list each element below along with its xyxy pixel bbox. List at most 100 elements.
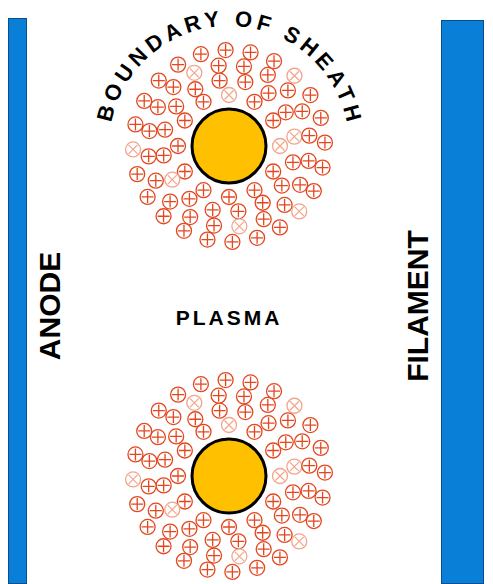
- neutral-ion: [287, 398, 302, 413]
- neutral-ion: [292, 204, 307, 219]
- positive-ion: [255, 525, 270, 540]
- positive-ion: [256, 542, 271, 557]
- positive-ion: [182, 191, 197, 206]
- filament-electrode: FILAMENT: [395, 16, 493, 584]
- positive-ion: [301, 483, 316, 498]
- positive-ion: [142, 454, 157, 469]
- probe-particle: [192, 439, 266, 513]
- neutral-ion: [273, 469, 288, 484]
- positive-ion: [238, 75, 253, 90]
- positive-ion: [278, 435, 293, 450]
- positive-ion: [188, 82, 203, 97]
- positive-ion: [295, 434, 310, 449]
- positive-ion: [177, 443, 192, 458]
- positive-ion: [285, 155, 300, 170]
- positive-ion: [137, 423, 152, 438]
- positive-ion: [317, 465, 332, 480]
- positive-ion: [277, 527, 292, 542]
- ion-cloud: [126, 43, 333, 580]
- positive-ion: [267, 384, 282, 399]
- positive-ion: [200, 232, 215, 247]
- positive-ion: [274, 508, 289, 523]
- positive-ion: [236, 389, 251, 404]
- positive-ion: [148, 173, 163, 188]
- positive-ion: [272, 550, 287, 565]
- positive-ion: [302, 458, 317, 473]
- positive-ion: [212, 403, 227, 418]
- positive-ion: [128, 117, 143, 132]
- positive-ion: [255, 195, 270, 210]
- positive-ion: [200, 562, 215, 577]
- positive-ion: [163, 194, 178, 209]
- positive-ion: [261, 86, 276, 101]
- positive-ion: [277, 197, 292, 212]
- region-label: PLASMA: [176, 306, 283, 330]
- positive-ion: [225, 564, 240, 579]
- positive-ion: [128, 447, 143, 462]
- positive-ion: [306, 514, 321, 529]
- positive-ion: [150, 430, 165, 445]
- positive-ion: [236, 59, 251, 74]
- neutral-ion: [222, 88, 237, 103]
- neutral-ion: [126, 142, 141, 157]
- positive-ion: [150, 100, 165, 115]
- positive-ion: [211, 388, 226, 403]
- neutral-ion: [187, 65, 202, 80]
- positive-ion: [141, 479, 156, 494]
- positive-ion: [176, 223, 191, 238]
- neutral-ion: [222, 418, 237, 433]
- positive-ion: [266, 164, 281, 179]
- positive-ion: [211, 58, 226, 73]
- positive-ion: [169, 99, 184, 114]
- positive-ion: [280, 413, 295, 428]
- positive-ion: [285, 485, 300, 500]
- positive-ion: [250, 230, 265, 245]
- positive-ion: [196, 513, 211, 528]
- positive-ion: [156, 539, 171, 554]
- positive-ion: [261, 416, 276, 431]
- positive-ion: [315, 160, 330, 175]
- positive-ion: [243, 45, 258, 60]
- positive-ion: [205, 532, 220, 547]
- positive-ion: [218, 43, 233, 58]
- positive-ion: [256, 212, 271, 227]
- neutral-ion: [187, 395, 202, 410]
- positive-ion: [177, 113, 192, 128]
- positive-ion: [317, 135, 332, 150]
- positive-ion: [306, 184, 321, 199]
- positive-ion: [231, 534, 246, 549]
- positive-ion: [274, 178, 289, 193]
- positive-ion: [266, 494, 281, 509]
- positive-ion: [218, 373, 233, 388]
- positive-ion: [293, 177, 308, 192]
- positive-ion: [183, 210, 198, 225]
- positive-ion: [267, 54, 282, 69]
- electrode-plate: [8, 18, 27, 584]
- neutral-ion: [165, 502, 180, 517]
- positive-ion: [151, 73, 166, 88]
- positive-ion: [156, 478, 171, 493]
- neutral-ion: [126, 472, 141, 487]
- neutral-ion: [287, 459, 302, 474]
- positive-ion: [158, 452, 173, 467]
- positive-ion: [315, 490, 330, 505]
- neutral-ion: [287, 68, 302, 83]
- positive-ion: [231, 204, 246, 219]
- positive-ion: [225, 234, 240, 249]
- positive-ion: [222, 190, 237, 205]
- positive-ion: [193, 377, 208, 392]
- positive-ion: [130, 167, 145, 182]
- positive-ion: [272, 220, 287, 235]
- positive-ion: [293, 507, 308, 522]
- positive-ion: [130, 497, 145, 512]
- positive-ion: [302, 128, 317, 143]
- positive-ion: [303, 88, 318, 103]
- positive-ion: [188, 412, 203, 427]
- positive-ion: [260, 397, 275, 412]
- probe-particle: [192, 109, 266, 183]
- positive-ion: [176, 553, 191, 568]
- positive-ion: [247, 424, 262, 439]
- positive-ion: [158, 122, 173, 137]
- electrode-plate: [441, 20, 484, 584]
- positive-ion: [212, 73, 227, 88]
